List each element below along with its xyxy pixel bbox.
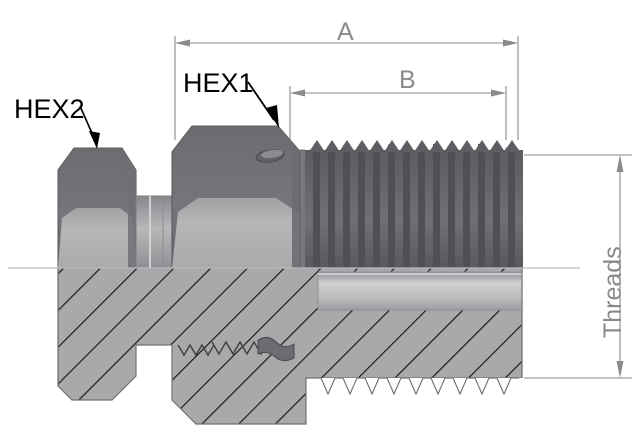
dimension-A <box>174 36 519 152</box>
dimension-label-b: B <box>399 66 416 94</box>
leader-hex1 <box>247 81 279 128</box>
collar-shaft <box>135 195 173 269</box>
annotation-label-hex1: HEX1 <box>183 68 254 98</box>
external-thread-teeth-upper <box>305 140 523 268</box>
inner-shaft <box>317 271 523 311</box>
hex2-nut <box>57 147 137 269</box>
leader-hex2 <box>79 105 100 149</box>
hex1-nut <box>171 125 305 269</box>
dimension-Threads <box>524 154 632 379</box>
dimension-label-a: A <box>337 18 354 46</box>
dimension-label-threads: Threads <box>599 246 627 338</box>
dimension-B <box>289 86 507 152</box>
internal-thread-teeth-lower <box>306 377 523 396</box>
internal-thread-zigzag <box>177 336 295 362</box>
annotation-label-hex2: HEX2 <box>14 94 85 124</box>
edge-outlines <box>57 268 523 386</box>
